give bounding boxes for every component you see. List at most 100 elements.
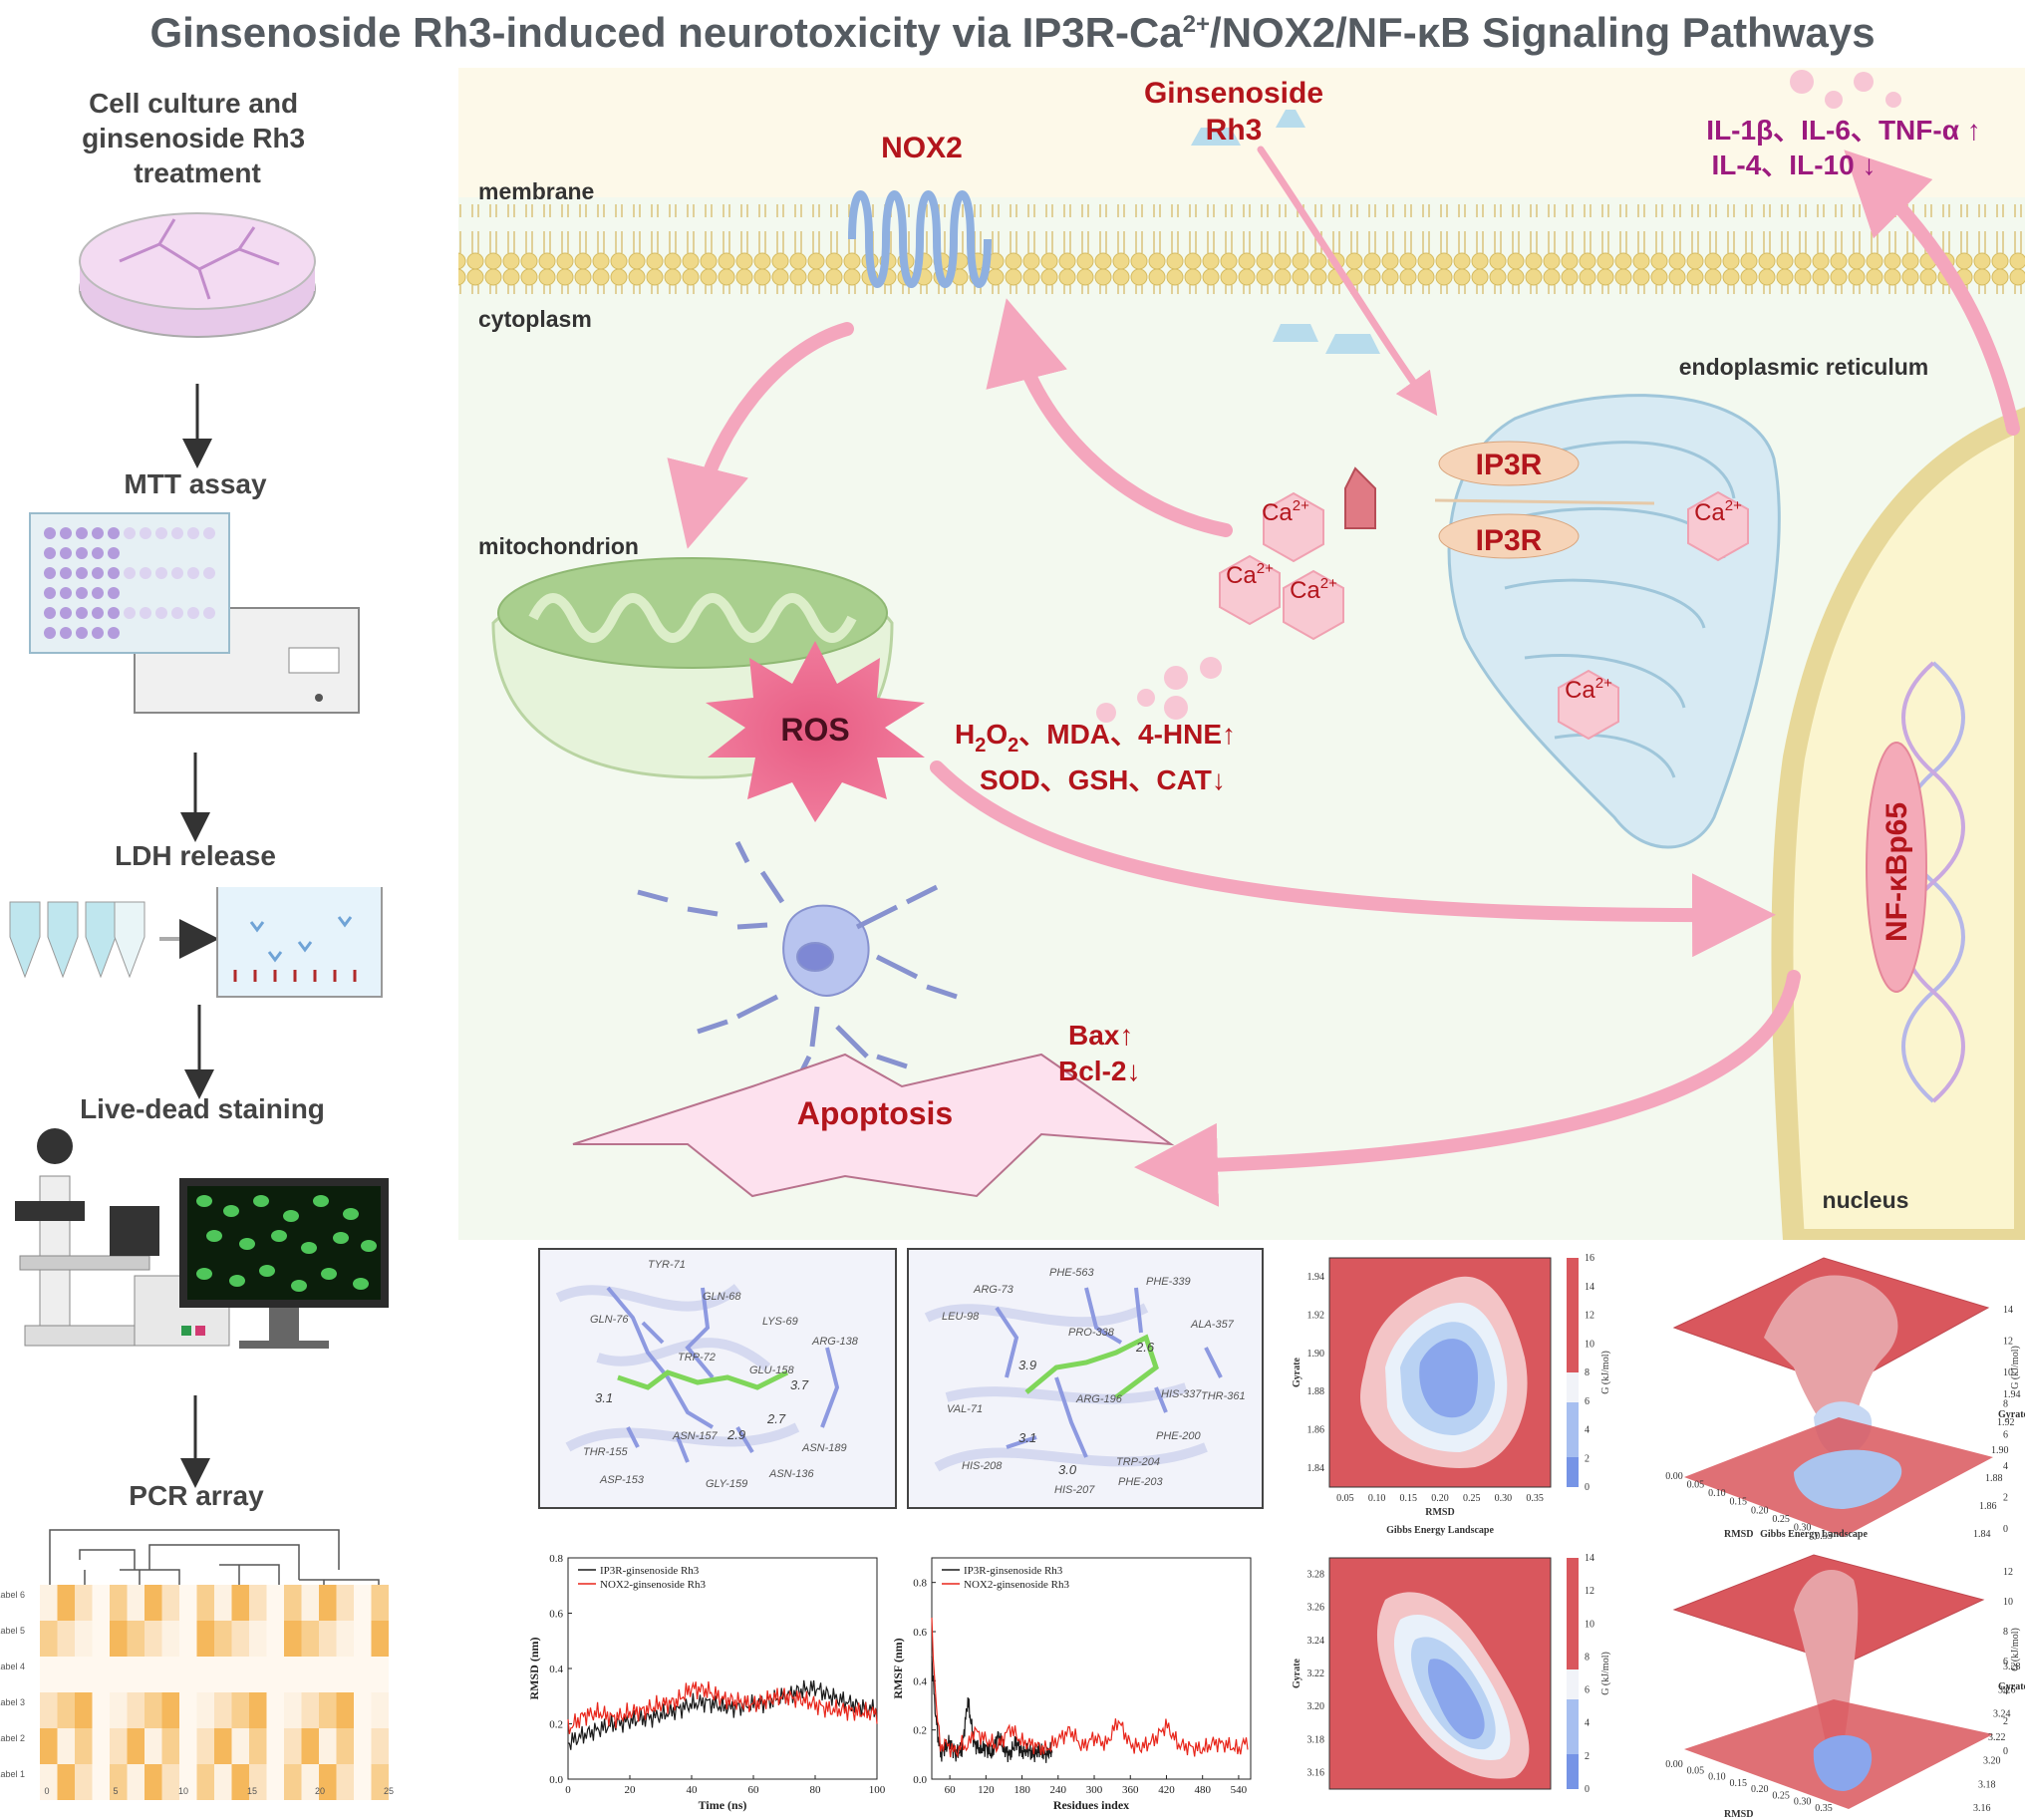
heatmap-cell xyxy=(319,1657,337,1692)
colorbar-tick: 6 xyxy=(1585,1685,1590,1696)
x-tick-label: 100 xyxy=(869,1784,886,1796)
residue-label: PHE-563 xyxy=(1049,1267,1095,1279)
apoptosis-burst xyxy=(572,1053,1175,1198)
step-live-dead-label: Live-dead staining xyxy=(80,1093,325,1124)
x-tick-label: 40 xyxy=(687,1784,699,1796)
monitor-icon xyxy=(179,1178,389,1349)
y-axis-label: Gyrate xyxy=(1292,1357,1302,1387)
ca-sup: 2+ xyxy=(1257,560,1274,577)
heatmap-cell xyxy=(179,1692,197,1728)
heatmap-cell xyxy=(266,1764,284,1800)
colorbar-tick: 4 xyxy=(1585,1718,1590,1729)
calcium-label: Ca2+ xyxy=(1694,497,1742,526)
x-tick-label: 0.20 xyxy=(1751,1784,1769,1795)
y-axis-label: Gyrate xyxy=(1998,1409,2025,1420)
heatmap-col-tick: 20 xyxy=(315,1786,325,1796)
rh3-molecule-icon xyxy=(1191,110,1380,354)
bax-label: Bax↑ xyxy=(1068,1020,1133,1051)
ca-text: Ca xyxy=(1226,562,1257,589)
x-tick-label: 0.15 xyxy=(1730,1778,1748,1789)
chart-frame xyxy=(567,1557,878,1780)
x-tick-label: 0.00 xyxy=(1665,1759,1683,1770)
y-tick-label: 0.0 xyxy=(549,1774,563,1786)
heatmap-cell xyxy=(145,1692,162,1728)
heatmap-cell xyxy=(179,1621,197,1657)
y-tick-label: 3.24 xyxy=(1307,1636,1325,1647)
x-tick-label: 0.30 xyxy=(1495,1493,1513,1504)
heatmap-cell xyxy=(231,1657,249,1692)
heatmap-cell xyxy=(214,1621,232,1657)
nox2-protein xyxy=(848,190,992,288)
heatmap-cell xyxy=(92,1621,110,1657)
ros-label: ROS xyxy=(780,712,849,748)
pcr-heatmap xyxy=(40,1585,389,1800)
legend-label: IP3R-ginsenoside Rh3 xyxy=(964,1565,1063,1577)
calcium-ions xyxy=(1219,490,1749,741)
heatmap-cell xyxy=(40,1657,58,1692)
ca-sup: 2+ xyxy=(1320,575,1337,592)
x-tick-label: 60 xyxy=(945,1784,957,1796)
y-axis-label: RMSF (nm) xyxy=(892,1638,905,1698)
x-tick-label: 0.10 xyxy=(1708,1488,1726,1499)
residue-label: ASN-189 xyxy=(801,1442,847,1454)
heatmap-cell xyxy=(75,1692,93,1728)
residue-label: VAL-71 xyxy=(947,1403,983,1415)
heatmap-row-label: Label 4 xyxy=(0,1662,25,1671)
z-axis-label: G (kJ/mol) xyxy=(2010,1346,2021,1389)
heatmap-cell xyxy=(57,1657,75,1692)
colorbar-tick: 6 xyxy=(1585,1396,1590,1407)
heatmap-cell xyxy=(249,1692,267,1728)
x-tick-label: 20 xyxy=(625,1784,637,1796)
heatmap-cell xyxy=(127,1585,145,1621)
step-culture-line2: ginsenoside Rh3 xyxy=(82,123,305,153)
heatmap-cell xyxy=(75,1585,93,1621)
colorbar-tick: 10 xyxy=(1585,1619,1594,1630)
heatmap-cell xyxy=(336,1728,354,1764)
heatmap-cell xyxy=(336,1621,354,1657)
heatmap-cell xyxy=(57,1764,75,1800)
heatmap-cell xyxy=(284,1728,302,1764)
title-superscript: 2+ xyxy=(1182,11,1211,38)
hbond-distance: 3.1 xyxy=(595,1390,613,1405)
y-tick-label: 1.90 xyxy=(1991,1445,2009,1456)
nfkb-label: NF-κBp65 xyxy=(1880,802,1913,942)
cytokines-up-label: IL-1β、IL-6、TNF-α ↑ xyxy=(1706,115,1980,146)
heatmap-cell xyxy=(266,1621,284,1657)
heatmap-cell xyxy=(249,1764,267,1800)
calcium-label: Ca2+ xyxy=(1565,675,1612,704)
y-tick-label: 1.92 xyxy=(1997,1417,2015,1428)
x-tick-label: 0.20 xyxy=(1751,1505,1769,1516)
heatmap-cell xyxy=(57,1728,75,1764)
chart-title: Gibbs Energy Landscape xyxy=(1760,1529,1868,1540)
o-text: O xyxy=(986,719,1008,750)
x-tick-label: 0.05 xyxy=(1687,1480,1705,1491)
heatmap-cell xyxy=(336,1657,354,1692)
heatmap-cell xyxy=(371,1621,389,1657)
residue-label: THR-155 xyxy=(583,1446,629,1458)
y-axis-label: Gyrate xyxy=(1292,1658,1302,1688)
residue-label: ASN-157 xyxy=(672,1430,719,1442)
heatmap-row-label: Label 3 xyxy=(0,1697,25,1707)
x-tick-label: 0.00 xyxy=(1665,1471,1683,1482)
x-tick-label: 0.25 xyxy=(1772,1790,1790,1801)
x-axis-label: Time (ns) xyxy=(699,1798,747,1812)
y-tick-label: 1.94 xyxy=(2003,1389,2021,1400)
residue-label: PRO-338 xyxy=(1068,1327,1115,1339)
ca-sup: 2+ xyxy=(1595,675,1612,692)
heatmap-cell xyxy=(231,1585,249,1621)
z-tick-label: 12 xyxy=(2003,1567,2013,1578)
colorbar-label: G (kJ/mol) xyxy=(1600,1351,1611,1394)
colorbar-tick: 12 xyxy=(1585,1586,1594,1597)
heatmap-cell xyxy=(301,1657,319,1692)
heatmap-cell xyxy=(371,1692,389,1728)
heatmap-cell xyxy=(214,1728,232,1764)
colorbar-label: G (kJ/mol) xyxy=(1600,1652,1611,1695)
residue-label: ALA-357 xyxy=(1190,1319,1235,1331)
heatmap-cell xyxy=(336,1585,354,1621)
heatmap-col-tick: 25 xyxy=(384,1786,394,1796)
y-tick-label: 1.86 xyxy=(1979,1501,1997,1512)
heatmap-cell xyxy=(301,1585,319,1621)
residue-label: LYS-69 xyxy=(762,1316,798,1328)
